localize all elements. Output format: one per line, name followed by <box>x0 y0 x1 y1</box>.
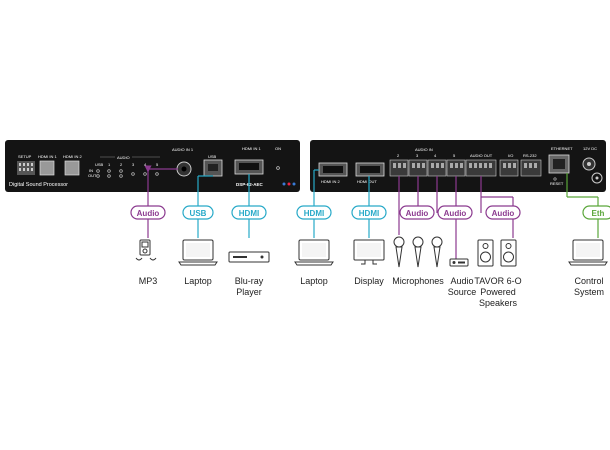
audio-in-label: AUDIO IN <box>415 147 433 152</box>
ain-ch4: 4 <box>434 153 437 158</box>
device-laptop-2: Laptop <box>300 276 328 286</box>
ch3-label: 3 <box>132 162 135 167</box>
bluray-player-icon <box>228 251 270 263</box>
tag-audio-out: Audio <box>485 205 521 220</box>
speakers-icon <box>477 239 517 267</box>
connections <box>144 165 599 262</box>
device-laptop-1: Laptop <box>184 276 212 286</box>
device-speakers-line3: Speakers <box>479 298 518 308</box>
tag-audio-front: Audio <box>130 205 166 220</box>
svg-text:HDMI: HDMI <box>359 209 379 218</box>
usb-audio-label: USB <box>95 162 104 167</box>
rs232-label: RS-232 <box>523 153 537 158</box>
svg-text:HDMI: HDMI <box>304 209 324 218</box>
device-display: Display <box>354 276 384 286</box>
svg-text:Audio: Audio <box>444 209 467 218</box>
rear-hdmi-in2-label: HDMI IN 2 <box>321 179 340 184</box>
svg-text:HDMI: HDMI <box>239 209 259 218</box>
hdmi-in1-port-label: HDMI IN 1 <box>242 146 261 151</box>
microphone-icon <box>393 236 443 268</box>
rear-panel: HDMI IN 2 HDMI OUT AUDIO IN 2 3 4 5 AUDI… <box>310 140 606 192</box>
device-bluray-line1: Blu-ray <box>235 276 264 286</box>
in-label: IN <box>89 168 93 173</box>
tag-audio-source: Audio <box>437 205 473 220</box>
device-audio-source-line1: Audio <box>450 276 473 286</box>
svg-text:Audio: Audio <box>406 209 429 218</box>
front-panel: SETUP HDMI IN 1 HDMI IN 2 AUDIO USB IN O… <box>5 140 300 192</box>
ain-ch5: 5 <box>453 153 456 158</box>
ch2-label: 2 <box>120 162 123 167</box>
io-label: I/O <box>508 153 513 158</box>
device-speakers-line2: Powered <box>480 287 516 297</box>
svg-text:Audio: Audio <box>137 209 160 218</box>
ain-ch3: 3 <box>416 153 419 158</box>
ain-ch2: 2 <box>397 153 400 158</box>
device-bluray-line2: Player <box>236 287 262 297</box>
on-label: ON <box>275 146 281 151</box>
tag-audio-mics: Audio <box>399 205 435 220</box>
svg-text:Audio: Audio <box>492 209 515 218</box>
ethernet-label: ETHERNET <box>551 146 573 151</box>
setup-label: SETUP <box>18 154 32 159</box>
device-audio-source-line2: Source <box>448 287 477 297</box>
tag-hdmi-front: HDMI <box>231 205 267 220</box>
device-name: Digital Sound Processor <box>9 182 68 188</box>
ch4-label: 4 <box>144 162 147 167</box>
device-control-line1: Control <box>574 276 603 286</box>
model-label: DSP-62-AEC <box>236 182 264 187</box>
audio-in1-label: AUDIO IN 1 <box>172 147 194 152</box>
tag-hdmi-rear-in: HDMI <box>296 205 332 220</box>
svg-text:USB: USB <box>190 209 207 218</box>
dc-label: 12V DC <box>583 146 597 151</box>
laptop-icon-2 <box>294 239 334 266</box>
device-speakers-line1: TAVOR 6-O <box>474 276 521 286</box>
tag-eth: Eth <box>582 205 610 220</box>
rear-hdmi-out-label: HDMI OUT <box>357 179 377 184</box>
tag-hdmi-rear-out: HDMI <box>351 205 387 220</box>
usb-port-label: USB <box>208 154 217 159</box>
reset-label: RESET <box>550 181 564 186</box>
tags: Audio USB HDMI HDMI HDMI Audio Audio Au <box>130 205 610 220</box>
out-label: OUT <box>88 173 97 178</box>
device-microphones: Microphones <box>392 276 444 286</box>
ch5-label: 5 <box>156 162 159 167</box>
ch1-label: 1 <box>108 162 111 167</box>
tag-usb: USB <box>182 205 214 220</box>
hdmi-in2-label: HDMI IN 2 <box>63 154 82 159</box>
device-mp3: MP3 <box>139 276 158 286</box>
display-icon <box>353 239 385 265</box>
control-system-laptop-icon <box>568 239 608 266</box>
mp3-player-icon <box>135 239 157 261</box>
audio-source-icon <box>449 258 469 267</box>
device-control-line2: System <box>574 287 604 297</box>
audio-section-label: AUDIO <box>117 155 130 160</box>
hdmi-in1-label: HDMI IN 1 <box>38 154 57 159</box>
audio-out-label: AUDIO OUT <box>470 153 493 158</box>
laptop-icon <box>178 239 218 266</box>
svg-text:Eth: Eth <box>592 209 605 218</box>
